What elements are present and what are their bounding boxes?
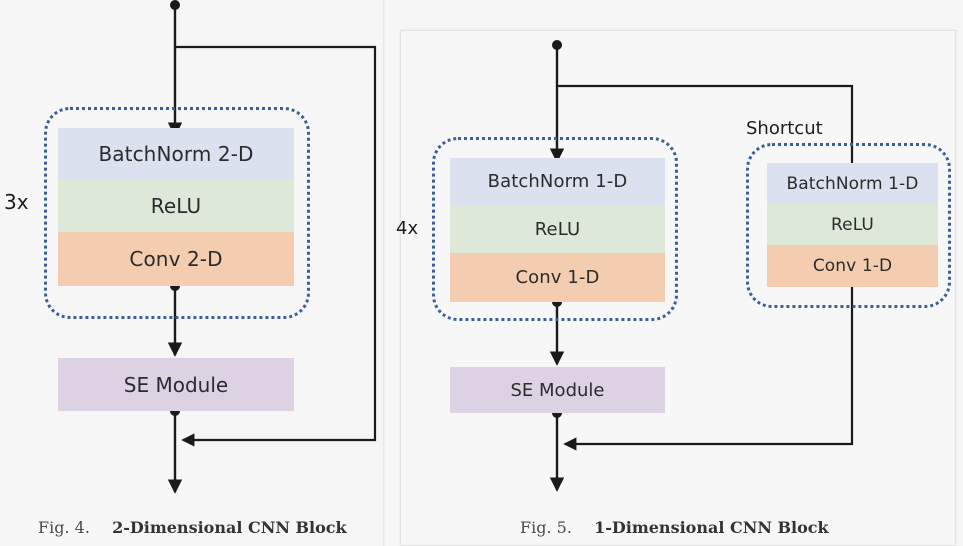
conv-stack-fig5: BatchNorm 1-D ReLU Conv 1-D xyxy=(450,158,665,302)
layer-relu-fig5: ReLU xyxy=(450,205,665,253)
figure-caption-fig4: Fig. 4. 2-Dimensional CNN Block xyxy=(38,518,347,537)
figure-number-fig5: Fig. 5. xyxy=(520,518,572,537)
repeat-group-fig5 xyxy=(432,137,678,321)
figure-title-fig4: 2-Dimensional CNN Block xyxy=(112,518,347,537)
shortcut-layer-conv-fig5: Conv 1-D xyxy=(767,245,938,287)
multiplier-label-fig5: 4x xyxy=(396,218,419,239)
shortcut-stack-fig5: BatchNorm 1-D ReLU Conv 1-D xyxy=(767,163,938,287)
shortcut-layer-relu-fig5: ReLU xyxy=(767,204,938,245)
figure-title-fig5: 1-Dimensional CNN Block xyxy=(594,518,829,537)
figure-caption-fig5: Fig. 5. 1-Dimensional CNN Block xyxy=(520,518,829,537)
shortcut-label-fig5: Shortcut xyxy=(746,118,823,139)
layer-conv-fig4: Conv 2-D xyxy=(58,232,294,286)
se-module-fig5: SE Module xyxy=(450,367,665,413)
repeat-group-fig4 xyxy=(44,107,310,319)
panel-divider xyxy=(383,0,386,546)
layer-conv-fig5: Conv 1-D xyxy=(450,253,665,302)
layer-relu-fig4: ReLU xyxy=(58,180,294,232)
multiplier-label-fig4: 3x xyxy=(4,190,29,214)
shortcut-layer-batchnorm-fig5: BatchNorm 1-D xyxy=(767,163,938,204)
se-module-fig4: SE Module xyxy=(58,358,294,411)
shortcut-group-fig5 xyxy=(746,143,951,308)
layer-batchnorm-fig4: BatchNorm 2-D xyxy=(58,128,294,180)
figure-number-fig4: Fig. 4. xyxy=(38,518,90,537)
conv-stack-fig4: BatchNorm 2-D ReLU Conv 2-D xyxy=(58,128,294,286)
layer-batchnorm-fig5: BatchNorm 1-D xyxy=(450,158,665,205)
